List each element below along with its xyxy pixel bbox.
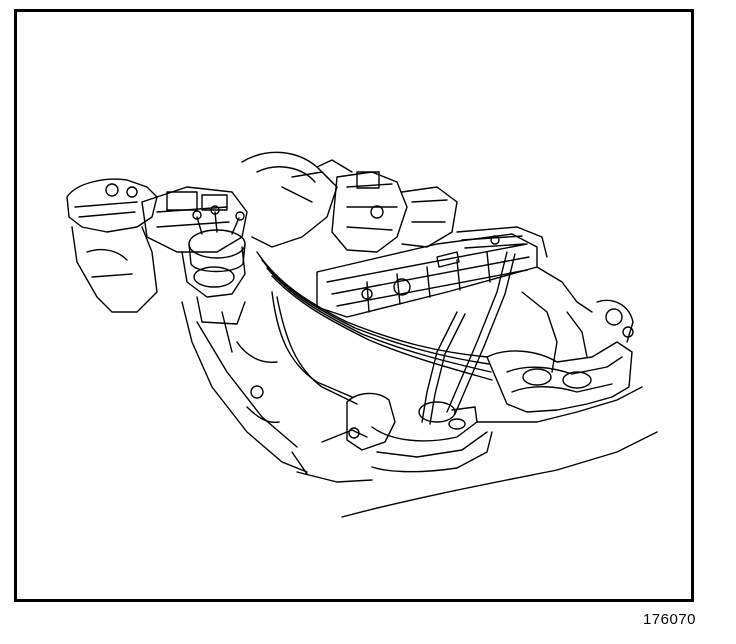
exhaust-manifold-left (346, 392, 493, 473)
valve-cover-right (456, 226, 548, 258)
illustration-frame (14, 9, 694, 602)
distributor (188, 205, 246, 273)
engine-illustration (66, 151, 658, 518)
engine-block-left (181, 301, 308, 473)
left-accessory-bracket (66, 178, 158, 313)
spark-plug-wires (256, 251, 516, 425)
intake-manifold (316, 233, 538, 318)
egr-valve-assembly (331, 171, 458, 253)
figure-id-label: 176070 (642, 611, 696, 628)
exhaust-manifold-right (486, 299, 634, 413)
engine-block-right (476, 266, 643, 423)
engine-lower-outline (291, 427, 658, 518)
air-duct (241, 151, 353, 248)
